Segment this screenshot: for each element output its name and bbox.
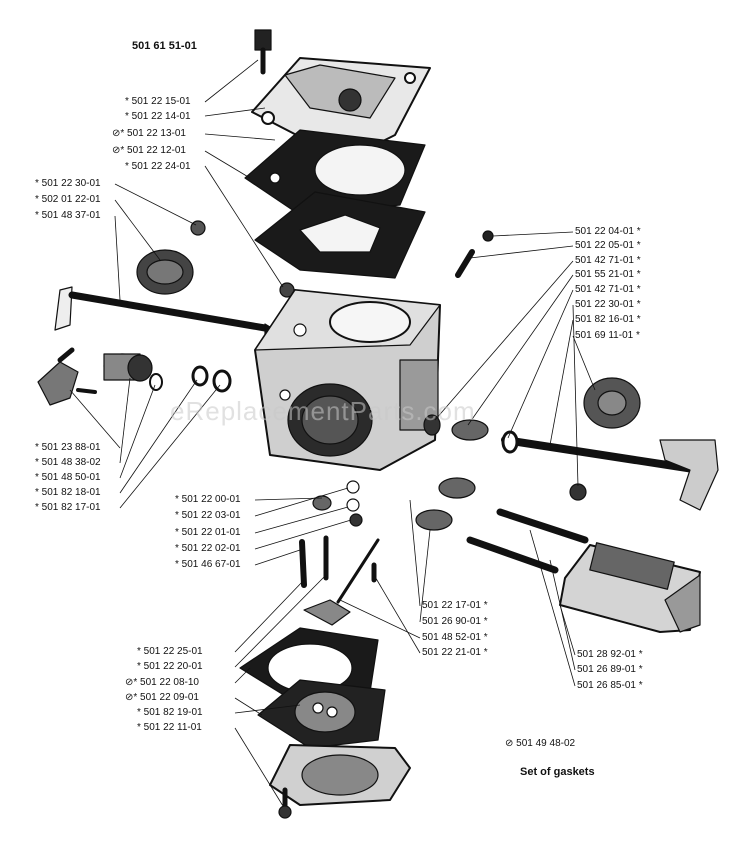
part-label: 501 22 04-01 * [575, 226, 641, 237]
part-label: 501 42 71-01 * [575, 284, 641, 295]
part-label: * 501 22 00-01 [175, 494, 241, 505]
lower-gasket-part [254, 191, 426, 279]
metering-diaphragm-part [257, 679, 386, 749]
part-label: * 501 46 67-01 [175, 559, 241, 570]
part-label: * 501 22 30-01 [35, 178, 101, 189]
part-label: * 501 22 20-01 [137, 661, 203, 672]
fuel-screen-part [103, 353, 153, 382]
part-label: * 501 22 11-01 [137, 722, 202, 733]
part-label: 501 22 17-01 * [422, 600, 488, 611]
part-label: 501 26 90-01 * [422, 616, 488, 627]
spring-part [415, 509, 453, 531]
pin-part [336, 538, 380, 604]
throttle-shaft-part [501, 377, 719, 511]
top-screw-part [254, 29, 272, 75]
pin-part [349, 513, 363, 527]
part-label: * 501 82 17-01 [35, 502, 101, 513]
part-label: 501 22 30-01 * [575, 299, 641, 310]
part-label: * 501 82 18-01 [35, 487, 101, 498]
part-label: * 501 22 01-01 [175, 527, 241, 538]
inlet-fitting-part [37, 347, 97, 406]
choke-shaft-part [54, 286, 276, 335]
part-label: * 501 48 37-01 [35, 210, 101, 221]
leader-lines [69, 59, 596, 807]
part-label: 501 42 71-01 * [575, 255, 641, 266]
gasket-set-caption: Set of gaskets [520, 766, 595, 778]
part-label: * 501 48 38-02 [35, 457, 101, 468]
gasket-set-part-number: ⊘ 501 49 48-02 [505, 738, 576, 749]
part-label: 501 55 21-01 * [575, 269, 641, 280]
part-label: * 501 22 24-01 [125, 161, 191, 172]
inlet-needle-part [299, 539, 307, 588]
part-label: * 501 22 14-01 [125, 111, 191, 122]
washer-part [501, 430, 519, 454]
part-label: * 501 22 03-01 [175, 510, 241, 521]
carburetor-body-part [254, 289, 441, 471]
upper-gasket-part [244, 129, 426, 216]
part-label: * 501 22 15-01 [125, 96, 191, 107]
spring-part [455, 249, 475, 278]
gasket-ring-part [346, 498, 360, 512]
throttle-spring-part [451, 419, 489, 441]
gasket-ring-part [346, 480, 360, 494]
adjusting-needle-part [466, 508, 589, 574]
part-label: 501 22 21-01 * [422, 647, 488, 658]
part-label: 501 82 16-01 * [575, 314, 641, 325]
part-label: * 501 48 50-01 [35, 472, 101, 483]
part-label: ⊘* 501 22 08-10 [125, 677, 199, 688]
filter-box-part [559, 542, 701, 633]
needle-valve-part [423, 414, 441, 436]
part-label: 501 26 85-01 * [577, 680, 643, 691]
part-label: ⊘* 501 22 13-01 [112, 128, 186, 139]
lever-part [303, 599, 351, 626]
part-label: * 501 23 88-01 [35, 442, 101, 453]
part-label: * 502 01 22-01 [35, 194, 101, 205]
washer-part [149, 373, 163, 391]
screw-part [569, 483, 587, 501]
part-label: * 501 82 19-01 [137, 707, 203, 718]
part-label: ⊘* 501 22 09-01 [125, 692, 199, 703]
part-label: 501 69 11-01 * [575, 330, 640, 341]
bottom-screw-part [278, 787, 292, 819]
part-label: * 501 22 25-01 [137, 646, 203, 657]
lower-cover-part [269, 744, 411, 806]
watermark-text: eReplacementParts.com [170, 396, 476, 426]
part-label: ⊘* 501 22 12-01 [112, 145, 186, 156]
top-part-number: 501 61 51-01 [132, 40, 197, 52]
part-label: 501 26 89-01 * [577, 664, 643, 675]
choke-plate-part [136, 249, 194, 295]
part-label: 501 28 92-01 * [577, 649, 643, 660]
ball-part [482, 230, 494, 242]
part-label: 501 48 52-01 * [422, 632, 488, 643]
part-label: 501 22 05-01 * [575, 240, 641, 251]
o-ring-part [212, 369, 232, 393]
spring-part [438, 477, 476, 499]
part-label: * 501 22 02-01 [175, 543, 241, 554]
